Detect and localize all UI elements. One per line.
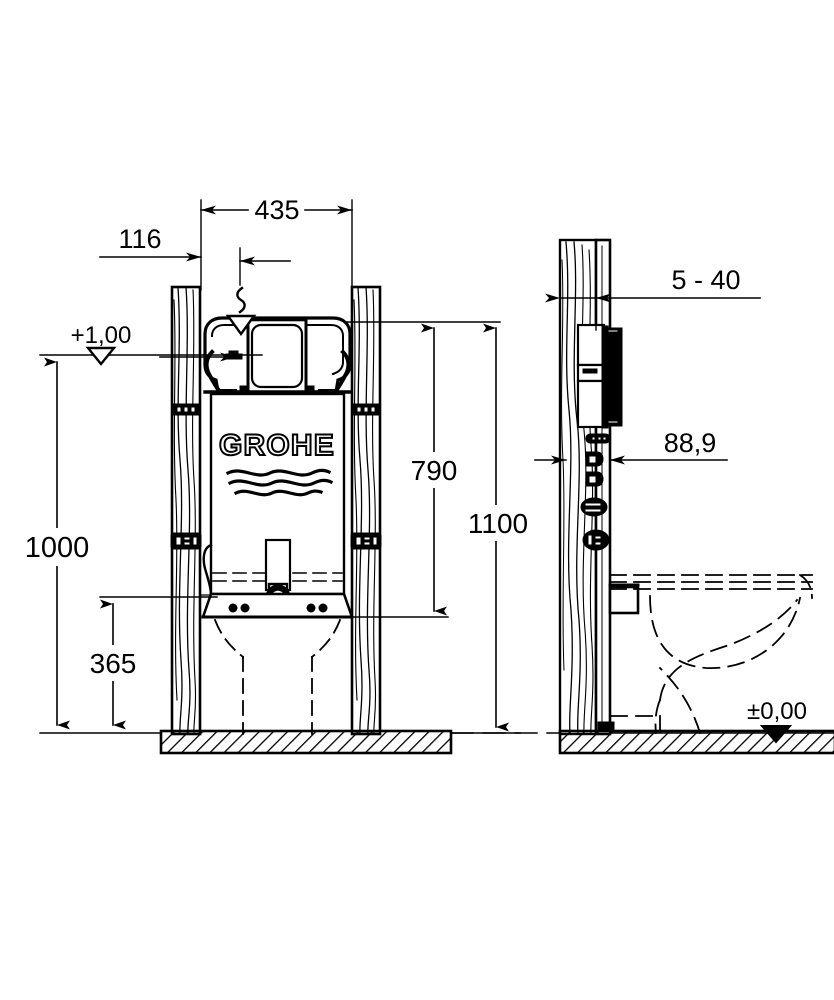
cistern-top-housing [203,316,352,394]
dimension-5-40-label: 5 - 40 [671,265,740,295]
water-supply-symbol [225,286,257,337]
floor-slab-front [39,729,521,755]
dimension-1000: 1000 [8,357,106,730]
side-wall [558,238,598,736]
side-fixing-details [580,433,615,731]
grohe-wordmark: GROHE [219,429,335,462]
level-upper-label: +1,00 [71,322,132,349]
level-marker-upper: +1,00 [39,322,263,366]
side-view-dimensions: 5 - 40 88,9 ±0,00 [534,265,807,744]
dimension-435: 435 [200,195,353,291]
dimension-1100-label: 1100 [468,508,528,539]
dimension-116: 116 [99,224,202,262]
grohe-logo: GROHE [218,428,335,497]
wall-stud-left [170,285,202,736]
side-actuator-plate [601,325,623,429]
level-marker-datum: ±0,00 [747,698,807,744]
dimension-889-label: 88,9 [664,428,717,458]
supply-center-dimension [239,247,291,286]
cistern-support-plate [201,592,354,619]
front-elevation-view: GROHE [39,285,521,755]
dimension-790-label: 790 [411,455,458,486]
side-cistern [576,323,606,429]
wall-stud-right [350,285,382,736]
cistern-body [199,392,346,610]
side-flush-outlet [608,583,640,615]
dimension-435-label: 435 [254,195,299,225]
dimension-889: 88,9 [534,428,728,465]
dimension-365: 365 [70,596,218,730]
front-view-dimensions: 435 116 +1,00 1000 [8,195,561,734]
side-frame-rail [594,238,612,736]
dimension-5-40: 5 - 40 [545,265,761,331]
wc-bowl-rim [609,573,813,599]
stud-bracket-upper-left [171,403,201,416]
stud-bracket-lower-left [170,532,202,550]
level-datum-label: ±0,00 [747,698,807,725]
side-section-view [558,238,834,755]
stud-bracket-lower-right [350,532,382,550]
floor-slab-side [558,729,834,755]
wc-bowl-outline-front [213,618,342,735]
dimension-1100: 1100 [450,323,561,734]
dimension-1000-label: 1000 [25,532,90,564]
dimension-790: 790 [344,321,501,618]
stud-bracket-upper-right [351,403,381,416]
dimension-116-label: 116 [118,224,161,254]
dimension-365-label: 365 [90,648,137,679]
